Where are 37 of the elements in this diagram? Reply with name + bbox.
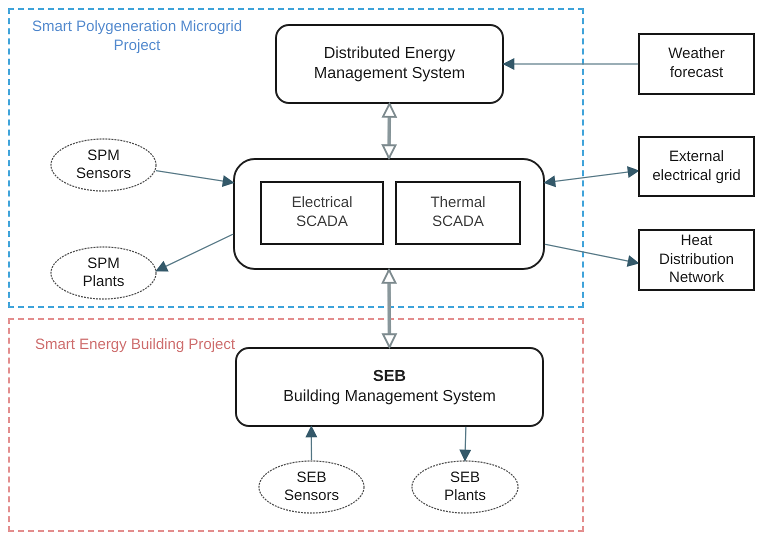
system-box [275,24,504,104]
node-label: Electrical SCADA [290,194,354,232]
node-label: External electrical grid [651,148,742,186]
project-region [8,318,584,532]
project-region [8,8,584,308]
node-label: Building Management System [282,387,497,407]
node-label: Weather forecast [667,45,726,83]
external-box [638,136,755,197]
node-label: SEB Sensors [282,469,340,505]
arrow [306,426,317,460]
system-box [235,347,544,427]
region-title: Smart Polygeneration Microgrid Project [30,18,244,56]
ellipse-node [50,246,157,300]
ellipse-node [258,460,365,514]
node-label: SEB Plants [443,469,487,505]
region-title: Smart Energy Building Project [34,336,236,355]
arrow [156,170,234,187]
external-box [638,33,755,95]
scada-box [395,181,521,245]
arrow [156,234,234,272]
node-label: Distributed Energy Management System [312,44,466,84]
arrow [544,244,639,267]
arrow [503,58,638,70]
external-box [638,229,755,291]
arrow [382,103,397,159]
arrow [382,269,397,348]
node-label: SPM Plants [82,255,126,291]
scada-container [233,158,545,270]
node-label: Heat Distribution Network [658,232,736,288]
scada-box [260,181,384,245]
arrow [544,166,639,187]
node-label: Thermal SCADA [429,194,486,232]
ellipse-node [411,460,519,514]
arrow [460,426,471,461]
node-label: SPM Sensors [74,147,132,183]
ellipse-node [50,138,157,192]
node-label: SEB [372,367,407,387]
